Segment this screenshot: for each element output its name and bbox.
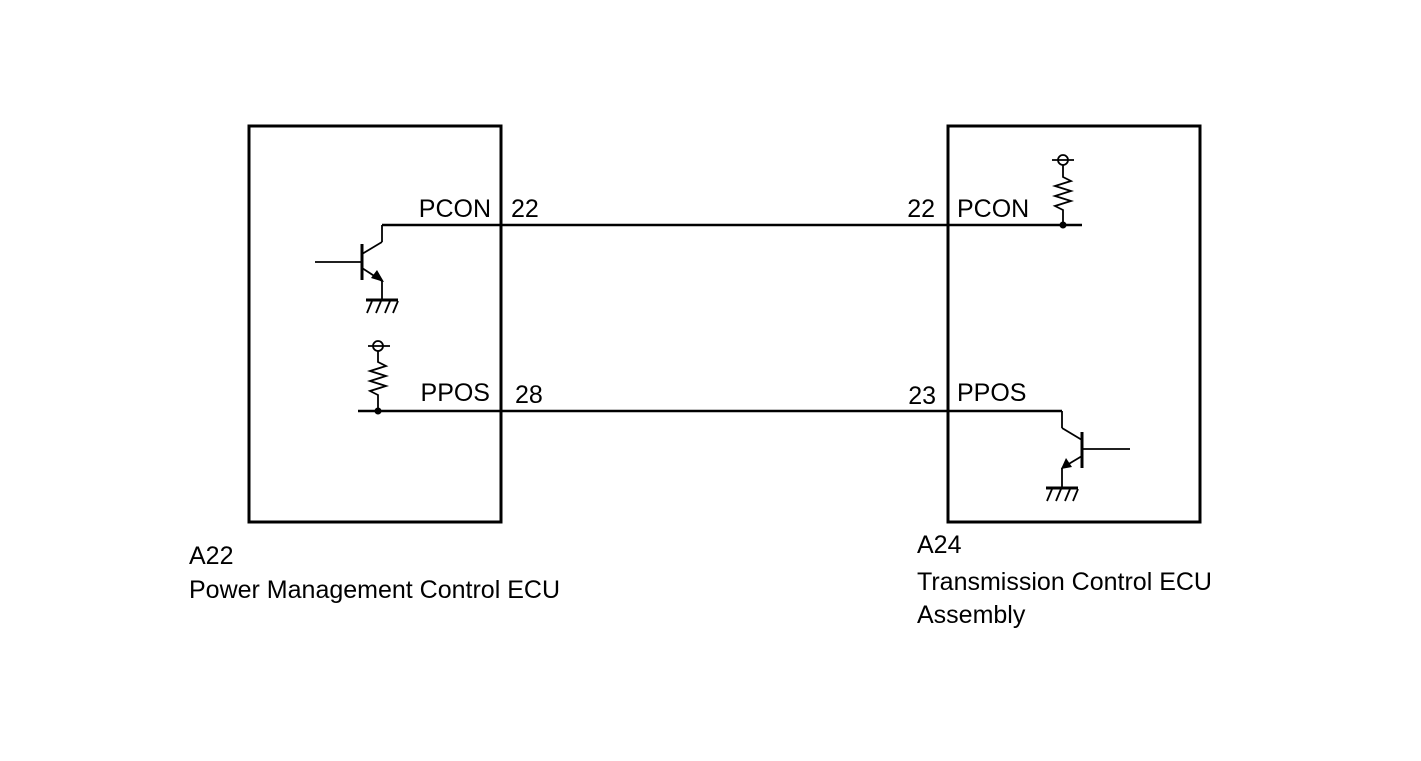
ecu-left-signal-pcon-pin: 22 [511, 195, 539, 223]
ecu-right-signal-pcon-label: PCON [957, 195, 1029, 223]
ecu-right-box [946, 124, 1202, 524]
pcon-junction-dot [1059, 221, 1067, 229]
resistor-icon [366, 351, 390, 411]
ecu-left-box [247, 124, 503, 524]
npn-transistor-icon [315, 225, 384, 300]
npn-transistor-icon [1061, 411, 1130, 488]
ecu-right-name-line1: Transmission Control ECU [917, 568, 1212, 596]
ecu-left-code: A22 [189, 542, 233, 570]
power-supply-icon [1052, 154, 1074, 166]
ppos-junction-dot [374, 407, 382, 415]
ecu-left-signal-ppos-pin: 28 [515, 381, 543, 409]
power-supply-icon [368, 340, 390, 352]
ecu-right-signal-ppos-pin: 23 [908, 382, 936, 410]
ecu-right-signal-pcon-pin: 22 [907, 195, 935, 223]
ecu-right-code: A24 [917, 531, 962, 559]
ecu-left-signal-pcon-label: PCON [419, 195, 491, 223]
resistor-icon [1051, 165, 1075, 225]
ground-icon [366, 298, 399, 314]
ecu-right-name-line2: Assembly [917, 601, 1026, 629]
ecu-left-signal-ppos-label: PPOS [421, 379, 490, 407]
ecu-right-signal-ppos-label: PPOS [957, 379, 1026, 407]
ecu-left-name: Power Management Control ECU [189, 576, 560, 604]
ground-icon [1046, 486, 1079, 502]
